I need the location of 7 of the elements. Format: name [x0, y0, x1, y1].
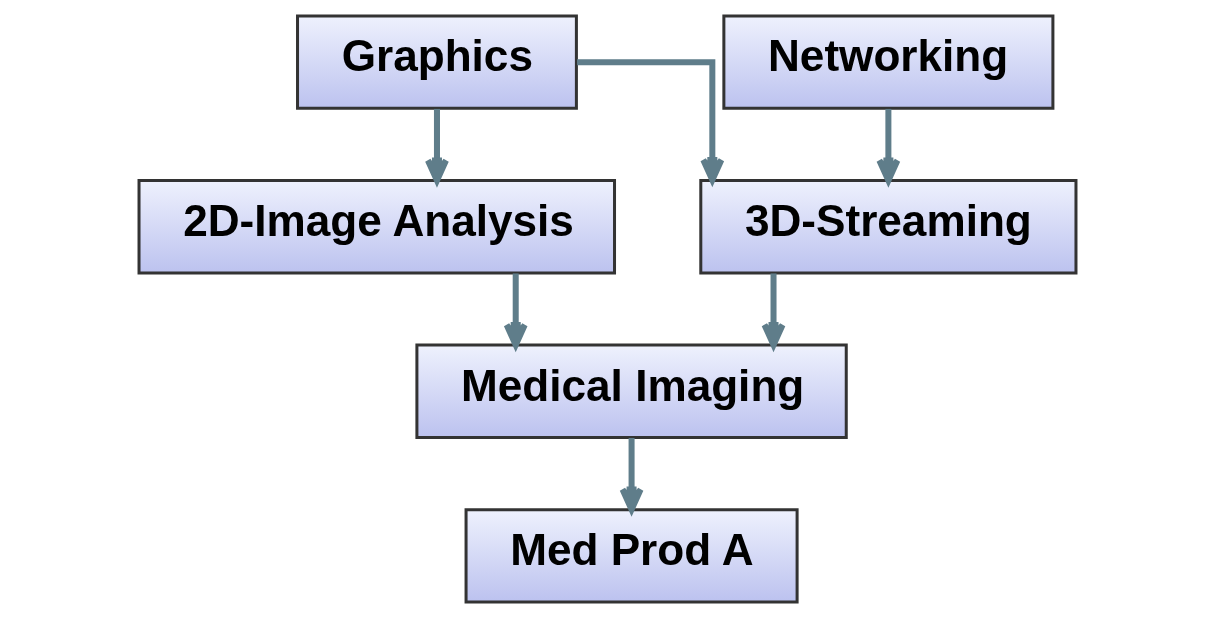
- arrow: [577, 59, 725, 184]
- node-box: 3D-Streaming: [699, 179, 1078, 275]
- node-box: Medical Imaging: [415, 343, 848, 439]
- node-box: 2D-Image Analysis: [137, 179, 617, 275]
- node-box: Networking: [722, 14, 1055, 110]
- node-box: Graphics: [296, 14, 578, 110]
- node-box: Med Prod A: [464, 508, 799, 604]
